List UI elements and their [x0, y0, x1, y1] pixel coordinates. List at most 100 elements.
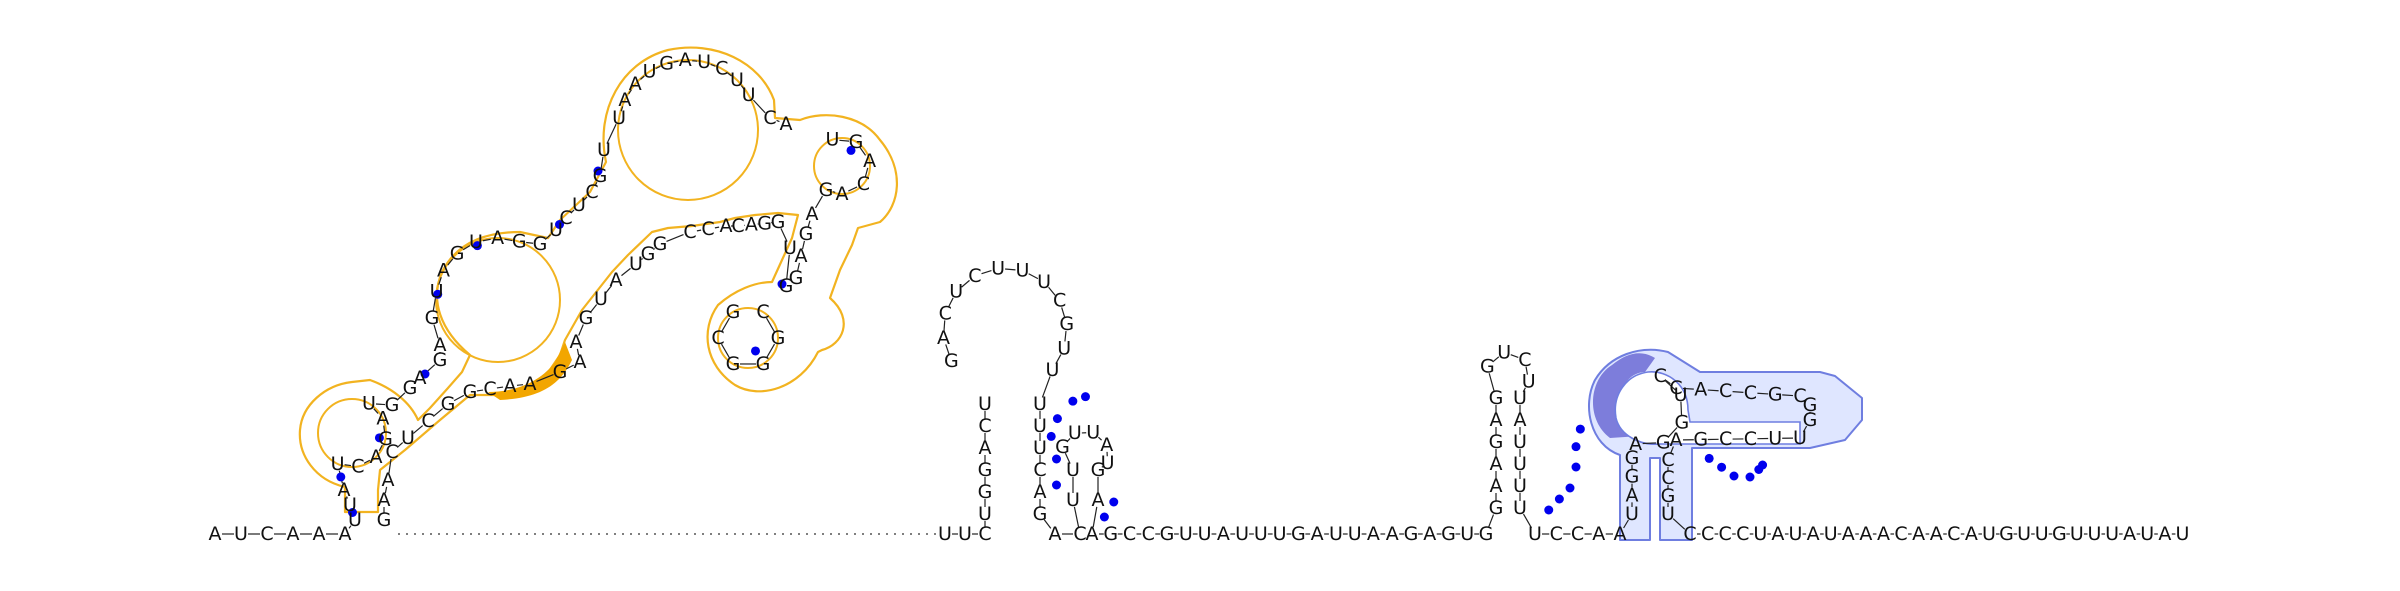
nucleotide: U — [1086, 421, 1100, 443]
nucleotide: U — [1528, 523, 1542, 545]
nucleotide: A — [1049, 523, 1062, 545]
nucleotide: A — [1311, 523, 1324, 545]
nucleotide: A — [570, 331, 583, 353]
nucleotide: A — [338, 479, 351, 501]
nucleotide: U — [362, 393, 376, 415]
nucleotide: C — [1053, 290, 1066, 312]
base-pair-dot — [1717, 463, 1726, 472]
nucleotide: C — [978, 523, 991, 545]
nucleotide: A — [1930, 523, 1943, 545]
nucleotide: U — [2070, 523, 2084, 545]
base-pair-dot — [1746, 473, 1755, 482]
nucleotide: G — [1489, 497, 1504, 519]
nucleotide: G — [771, 327, 786, 349]
backbone-link — [1005, 269, 1015, 270]
base-pair-dot — [1544, 506, 1553, 515]
nucleotide: A — [1092, 489, 1105, 511]
nucleotide: A — [2158, 523, 2171, 545]
nucleotide: G — [1033, 503, 1048, 525]
nucleotide: C — [1142, 523, 1155, 545]
nucleotide: G — [849, 131, 864, 153]
nucleotide: G — [1489, 387, 1504, 409]
nucleotide: C — [1947, 523, 1960, 545]
nucleotide: A — [313, 523, 326, 545]
nucleotide: C — [1123, 523, 1136, 545]
nucleotide: G — [1480, 355, 1495, 377]
nucleotide: U — [1068, 422, 1082, 444]
nucleotide: U — [938, 523, 952, 545]
backbone-link — [517, 385, 523, 386]
nucleotide: U — [1235, 523, 1249, 545]
nucleotide: A — [209, 523, 222, 545]
nucleotide: G — [1291, 523, 1306, 545]
nucleotide: U — [978, 393, 992, 415]
nucleotide: G — [441, 393, 456, 415]
nucleotide: A — [1965, 523, 1978, 545]
nucleotide: A — [414, 367, 427, 389]
nucleotide: G — [512, 231, 527, 253]
nucleotide: G — [819, 179, 834, 201]
nucleotide: C — [968, 265, 981, 287]
nucleotide: G — [779, 275, 794, 297]
nucleotide: U — [1046, 359, 1060, 381]
nucleotide: G — [553, 361, 568, 383]
nucleotide: U — [594, 288, 608, 310]
nucleotide: U — [401, 427, 415, 449]
backbone-link — [839, 140, 849, 141]
nucleotide: U — [1497, 341, 1511, 363]
nucleotide: C — [763, 107, 776, 129]
nucleotide: G — [377, 509, 392, 531]
nucleotide: C — [483, 378, 496, 400]
nucleotide: C — [1669, 377, 1682, 399]
nucleotide: C — [701, 218, 714, 240]
nucleotide: A — [378, 489, 391, 511]
nucleotide: U — [1016, 260, 1030, 282]
nucleotide: C — [421, 410, 434, 432]
nucleotide: U — [629, 253, 643, 275]
nucleotide: U — [742, 84, 756, 106]
nucleotide: G — [1091, 459, 1106, 481]
base-pair-dot — [1730, 472, 1739, 481]
nucleotide: G — [1768, 383, 1783, 405]
nucleotide: C — [1719, 380, 1732, 402]
nucleotide: U — [825, 129, 839, 151]
nucleotide: A — [1771, 523, 1784, 545]
base-pair-bonds — [222, 61, 2175, 534]
nucleotide: A — [836, 183, 849, 205]
backbone-link — [1708, 390, 1719, 391]
nucleotide: A — [863, 150, 876, 172]
nucleotide: U — [1329, 523, 1343, 545]
nucleotide: G — [1103, 523, 1118, 545]
nucleotide: U — [234, 523, 248, 545]
nucleotide: A — [1912, 523, 1925, 545]
nucleotide: U — [2088, 523, 2102, 545]
nucleotide: G — [1160, 523, 1175, 545]
nucleotide: U — [469, 231, 483, 253]
nucleotide: C — [1701, 523, 1714, 545]
backbone-link — [715, 227, 719, 228]
nucleotide: C — [1571, 523, 1584, 545]
nucleotide: G — [1059, 313, 1074, 335]
nucleotide: G — [1693, 429, 1708, 451]
nucleotide: A — [1629, 433, 1642, 455]
nucleotide: U — [1753, 523, 1767, 545]
nucleotide: G — [978, 481, 993, 503]
nucleotide: A — [574, 351, 587, 373]
nucleotide: A — [382, 469, 395, 491]
nucleotide: U — [597, 139, 611, 161]
nucleotide: U — [1982, 523, 1996, 545]
nucleotide: U — [1179, 523, 1193, 545]
nucleotide: A — [979, 437, 992, 459]
nucleotide: U — [978, 503, 992, 525]
nucleotide: G — [799, 223, 814, 245]
nucleotide: C — [351, 455, 364, 477]
nucleotide: U — [643, 61, 657, 83]
nucleotide: A — [1842, 523, 1855, 545]
nucleotide: G — [1404, 523, 1419, 545]
nucleotide: A — [1694, 379, 1707, 401]
backbone-link — [477, 390, 483, 391]
nucleotide: G — [726, 353, 741, 375]
nucleotide: U — [1824, 523, 1838, 545]
nucleotide: A — [629, 73, 642, 95]
nucleotide: A — [1217, 523, 1230, 545]
